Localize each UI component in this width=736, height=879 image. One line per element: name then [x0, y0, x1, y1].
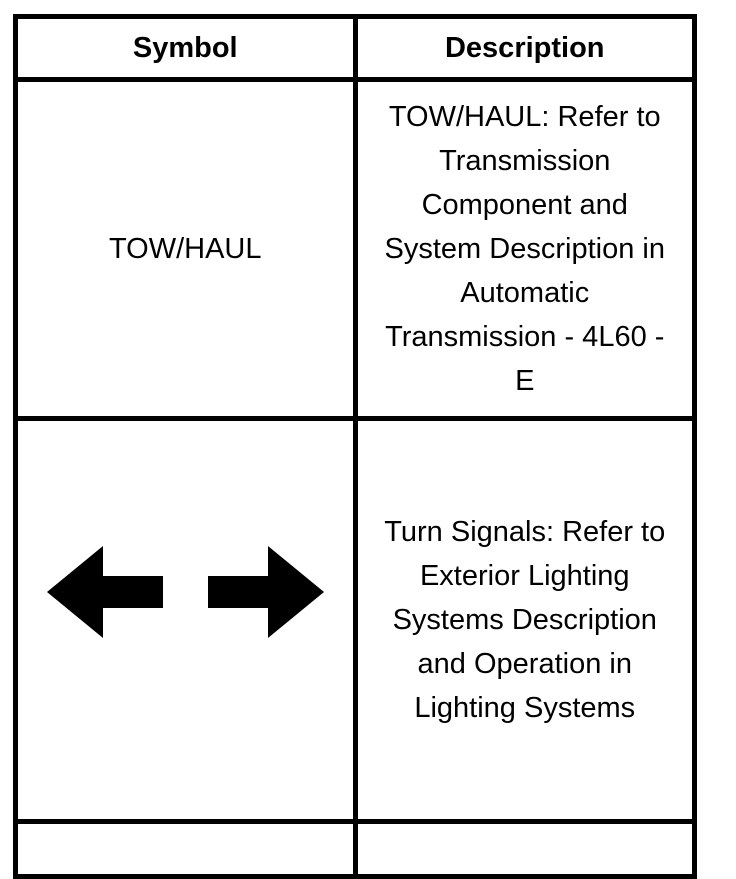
table-row-partial [13, 819, 697, 879]
turn-signal-left-arrow-icon [46, 546, 163, 638]
symbol-description-table: Symbol Description TOW/HAUL TOW/HAUL: Re… [13, 14, 697, 879]
description-cell [352, 819, 697, 879]
turn-signal-right-arrow-icon [207, 546, 324, 638]
table-row-tow-haul: TOW/HAUL TOW/HAUL: Refer to Transmission… [13, 77, 697, 421]
description-cell: TOW/HAUL: Refer to Transmission Componen… [352, 77, 697, 421]
symbol-cell [13, 819, 358, 879]
description-cell: Turn Signals: Refer to Exterior Lighting… [352, 416, 697, 824]
symbol-cell: TOW/HAUL [13, 77, 358, 421]
tow-haul-symbol-label: TOW/HAUL [108, 233, 262, 265]
symbol-cell [13, 416, 358, 824]
table-header-row: Symbol Description [13, 14, 697, 82]
table-row-turn-signals: Turn Signals: Refer to Exterior Lighting… [13, 416, 697, 824]
turn-signals-icon [18, 546, 353, 638]
description-column-header: Description [352, 14, 697, 82]
symbol-column-header: Symbol [13, 14, 358, 82]
